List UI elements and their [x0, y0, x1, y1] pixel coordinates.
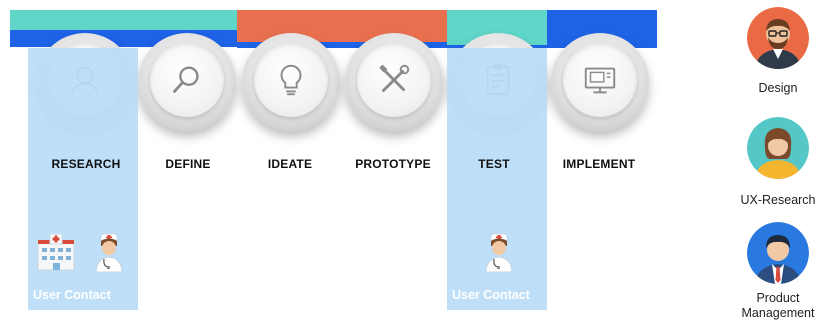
prototype-circle: [345, 33, 443, 131]
user-contact-label-research: User Contact: [33, 288, 111, 302]
monitor-icon: [584, 67, 616, 94]
implement-circle: [551, 33, 649, 131]
ux-researcher-avatar-icon: [747, 117, 809, 179]
bar-blue-mid: [237, 42, 447, 48]
designer-avatar-icon: [747, 7, 809, 69]
role-label-design: Design: [758, 81, 798, 95]
step-label-test: TEST: [478, 157, 510, 171]
nurse-icon: [95, 233, 123, 273]
define-circle: [138, 33, 236, 131]
nurse-icon: [485, 233, 513, 273]
tools-icon: [379, 64, 410, 93]
product-manager-avatar-icon: [747, 222, 809, 284]
user-contact-label-test: User Contact: [452, 288, 530, 302]
step-label-research: RESEARCH: [51, 157, 121, 171]
magnifier-icon: [172, 66, 199, 94]
hospital-icon: [37, 234, 75, 271]
lightbulb-icon: [280, 64, 302, 96]
step-label-implement: IMPLEMENT: [562, 157, 636, 171]
step-label-define: DEFINE: [165, 157, 211, 171]
role-label-ux-research: UX-Research: [740, 193, 816, 207]
bar-teal-left: [10, 10, 237, 30]
ideate-circle: [242, 33, 340, 131]
step-label-prototype: PROTOTYPE: [355, 157, 431, 171]
role-label-product-management: Product Management: [741, 291, 815, 320]
step-label-ideate: IDEATE: [267, 157, 313, 171]
